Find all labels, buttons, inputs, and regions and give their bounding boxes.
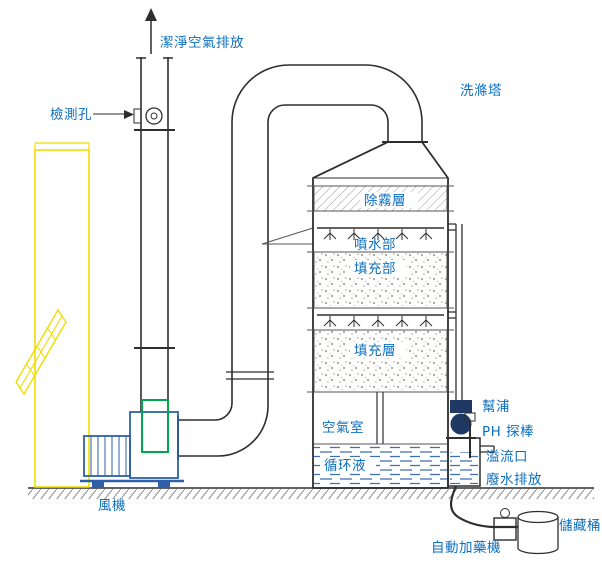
clean-air-exhaust-label: 潔淨空氣排放 — [160, 35, 244, 51]
stack-walls — [140, 57, 169, 412]
sump-water — [450, 452, 478, 484]
wastewater-label: 廢水排放 — [486, 472, 542, 488]
fan-motor — [83, 435, 131, 477]
frame-chute — [15, 308, 67, 396]
clean-air-arrow-head — [145, 8, 157, 21]
pump-volute — [450, 413, 472, 435]
frame-truss — [34, 149, 90, 488]
storage-tank-bg — [518, 517, 558, 548]
fan-motor-fins — [90, 436, 127, 476]
fan-assembly: 風機 — [80, 399, 184, 514]
ph-probe-label: PH 探棒 — [482, 424, 534, 440]
demister-band-hatch2 — [313, 185, 448, 212]
circulating-liquid-label: 循环液 — [324, 458, 366, 474]
duct-support-bracket — [261, 227, 314, 245]
pump-motor — [450, 400, 472, 413]
packing-section-label-bg — [350, 260, 406, 276]
tower-flange-ticks — [307, 185, 454, 393]
duct-wall-outer — [178, 64, 423, 421]
dosing-pump — [493, 517, 517, 541]
packing-layer-label: 填充層 — [354, 343, 396, 359]
inspection-port-boss — [133, 108, 142, 124]
fan-foot-right — [158, 482, 170, 488]
inspection-leader-arrow — [124, 110, 134, 119]
scrubbing-tower-label: 洗滌塔 — [460, 83, 502, 99]
auto-dosing-label: 自動加藥機 — [431, 540, 501, 556]
fan-foot-left — [92, 482, 104, 488]
demister-label-bg — [360, 192, 418, 208]
support-frame — [15, 142, 90, 488]
sump-tank — [447, 437, 481, 487]
inspection-port-hole-inner — [150, 112, 158, 120]
pump-label: 幫浦 — [482, 399, 510, 415]
storage-tank-body — [517, 517, 559, 555]
drain-pipe — [449, 485, 518, 529]
demister-label: 除霧層 — [364, 193, 406, 209]
frame-top-cap — [34, 142, 90, 150]
overflow-stub — [480, 445, 495, 453]
ground-hatch — [28, 489, 594, 499]
duct-wall-inner — [178, 104, 389, 457]
frame-chute-lattice — [19, 315, 63, 389]
recirculation-system: 幫浦 PH 探棒 溢流口 廢水排放 — [446, 223, 542, 488]
storage-tank-label: 儲藏桶 — [559, 518, 601, 534]
scrubber-tower: 除霧層 噴水部 填充部 填充層 空氣室 循环液 — [307, 141, 454, 489]
fan-label: 風機 — [98, 498, 126, 514]
circulating-liquid-label-bg — [320, 457, 376, 473]
inspection-port-hole — [145, 107, 163, 125]
packing-section-label: 填充部 — [354, 261, 396, 277]
packing-layer-label-bg — [350, 342, 406, 358]
spray-section-label: 噴水部 — [354, 237, 396, 253]
packing-band-2-texture — [314, 330, 447, 392]
air-chamber-label: 空氣室 — [322, 419, 364, 436]
riser-pipe — [448, 223, 463, 402]
dosing-system: 自動加藥機 儲藏桶 — [431, 485, 601, 556]
dosing-pump-valve — [500, 508, 510, 518]
ground — [28, 487, 594, 499]
fan-casing — [129, 411, 179, 479]
overflow-label: 溢流口 — [486, 449, 528, 465]
tower-support-pipes — [376, 392, 384, 444]
exhaust-stack: 潔淨空氣排放 檢測孔 — [50, 8, 244, 412]
duct-flange-mid — [226, 371, 274, 380]
fan-inlet-duct — [141, 399, 169, 453]
inspection-port-label: 檢測孔 — [50, 106, 92, 123]
